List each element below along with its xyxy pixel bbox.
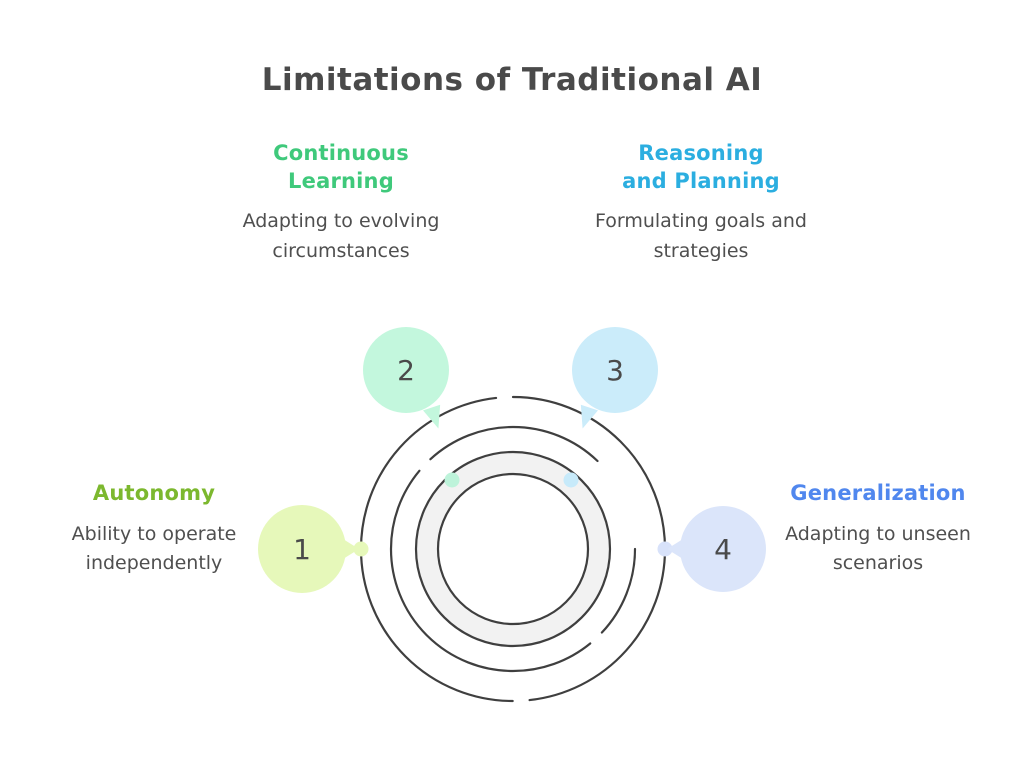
heading-reasoning-planning-line1: Reasoning — [638, 141, 764, 165]
label-block-autonomy: Autonomy Ability to operate independentl… — [46, 480, 262, 579]
number-bubble-3[interactable]: 3 — [572, 327, 658, 432]
heading-continuous-learning-line2: Learning — [288, 168, 394, 193]
heading-reasoning-planning-line2: and Planning — [622, 168, 780, 193]
ring-band-fill — [416, 452, 610, 646]
heading-continuous-learning-line1: Continuous — [273, 141, 409, 165]
label-block-reasoning-planning: Reasoning and Planning Formulating goals… — [588, 140, 814, 266]
heading-autonomy: Autonomy — [92, 481, 216, 505]
ring-dot-2 — [444, 472, 460, 488]
description-generalization: Adapting to unseen scenarios — [785, 522, 971, 575]
heading-continuous-learning: Continuous Learning — [228, 140, 454, 195]
description-continuous-learning: Adapting to evolving circumstances — [242, 210, 440, 262]
number-bubble-1[interactable]: 1 — [258, 505, 359, 593]
bubble-tail-4 — [667, 539, 683, 559]
concentric-ring-diagram — [353, 395, 673, 703]
number-bubble-2[interactable]: 2 — [363, 327, 449, 432]
description-reasoning-planning: Formulating goals and strategies — [595, 210, 807, 262]
ring-second — [389, 425, 637, 673]
bubble-number-2: 2 — [397, 353, 415, 387]
bubble-tail-1 — [343, 539, 359, 559]
ring-third — [414, 450, 612, 648]
bubble-number-4: 4 — [714, 532, 732, 566]
bubble-number-3: 3 — [606, 353, 624, 387]
ring-outer — [359, 395, 667, 703]
ring-dot-3 — [563, 472, 579, 488]
label-block-continuous-learning: Continuous Learning Adapting to evolving… — [228, 140, 454, 266]
heading-reasoning-planning: Reasoning and Planning — [588, 140, 814, 195]
page-title: Limitations of Traditional AI — [261, 62, 763, 98]
description-autonomy: Ability to operate independently — [71, 522, 237, 575]
number-bubble-4[interactable]: 4 — [667, 506, 766, 592]
ring-inner — [436, 472, 590, 626]
bubble-number-1: 1 — [293, 532, 311, 566]
heading-generalization: Generalization — [790, 481, 966, 505]
label-block-generalization: Generalization Adapting to unseen scenar… — [762, 480, 994, 579]
